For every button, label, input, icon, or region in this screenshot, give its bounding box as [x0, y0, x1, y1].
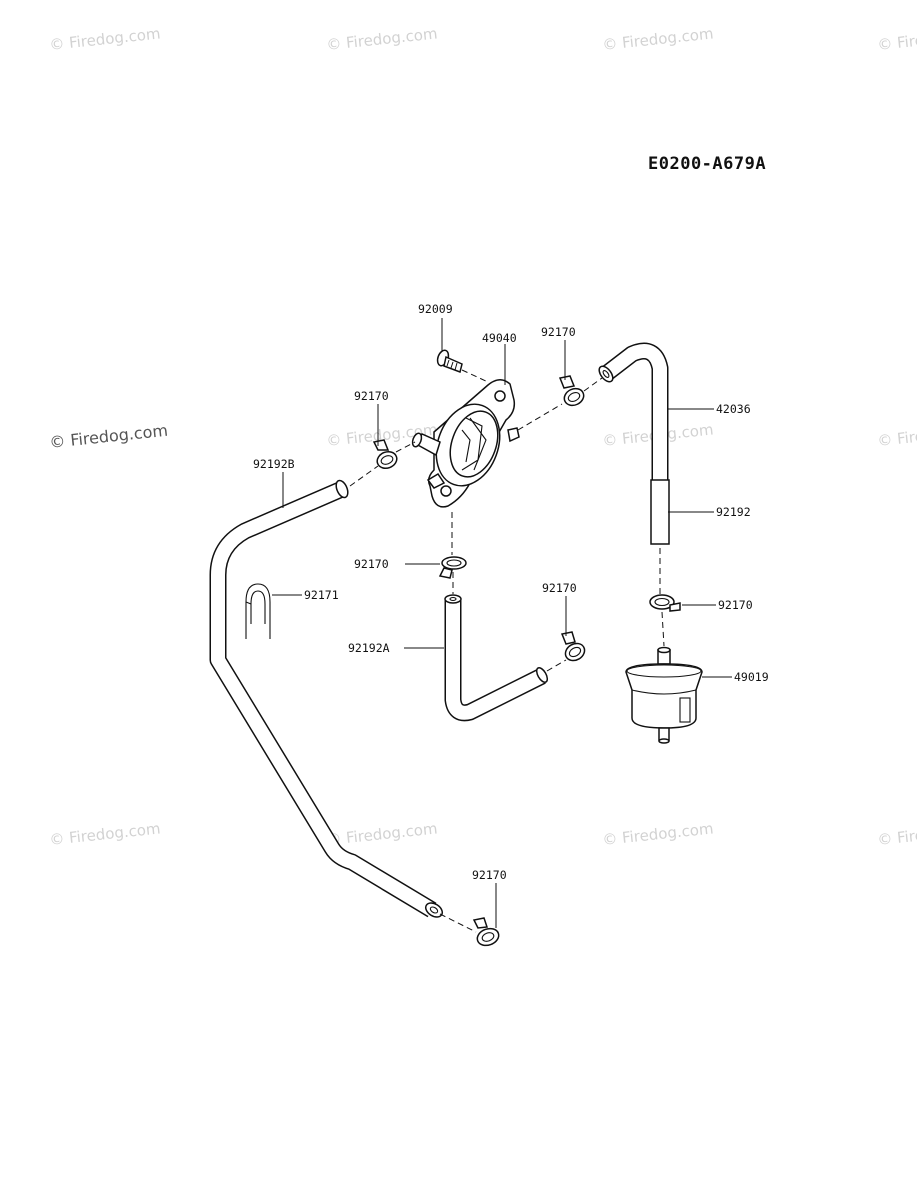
assembly-lines: [349, 377, 665, 933]
fuel-pump-49040: [411, 379, 520, 508]
hose-92192: [650, 479, 670, 545]
part-label-92170: 92170: [542, 581, 577, 595]
watermark: © Firedog.com: [326, 819, 439, 849]
watermark: © Firedog.com: [877, 420, 917, 450]
clamp-92170-bottom-end: [472, 917, 500, 947]
fuel-filter-49019: [625, 646, 703, 744]
diagram-code: E0200-A679A: [648, 154, 766, 174]
part-labels: 92009 49040 92170 92170 92192B 42036 921…: [253, 302, 769, 882]
watermark: © Firedog.com: [877, 819, 917, 849]
part-label-92170: 92170: [354, 389, 389, 403]
clamp-92170-filter-top: [649, 594, 681, 612]
pipe-42036: [598, 342, 669, 480]
part-label-92192a: 92192A: [348, 641, 390, 655]
part-label-92170: 92170: [472, 868, 507, 882]
watermark: © Firedog.com: [49, 819, 162, 849]
clamp-92170-right: [558, 375, 585, 407]
part-label-92192: 92192: [716, 505, 751, 519]
part-label-49019: 49019: [734, 670, 769, 684]
part-label-92170: 92170: [354, 557, 389, 571]
part-label-92009: 92009: [418, 302, 453, 316]
part-label-92170: 92170: [718, 598, 753, 612]
part-label-92171: 92171: [304, 588, 339, 602]
part-label-49040: 49040: [482, 331, 517, 345]
hose-92192a: [444, 594, 549, 722]
part-label-92170: 92170: [541, 325, 576, 339]
clamp-92170-bottom: [438, 556, 467, 579]
bolt-92009: [436, 349, 489, 383]
hose-92192b: [209, 479, 444, 918]
watermark: © Firedog.com: [48, 421, 168, 452]
watermark: © Firedog.com: [602, 24, 715, 54]
watermark: © Firedog.com: [602, 819, 715, 849]
part-label-92192b: 92192B: [253, 457, 295, 471]
leader-lines: [272, 318, 732, 928]
clamp-92170-hose-a-end: [560, 631, 586, 662]
part-label-42036: 42036: [716, 402, 751, 416]
watermark: © Firedog.com: [326, 24, 439, 54]
watermark: © Firedog.com: [877, 24, 917, 54]
watermark: © Firedog.com: [49, 24, 162, 54]
clip-92171: [245, 583, 271, 639]
